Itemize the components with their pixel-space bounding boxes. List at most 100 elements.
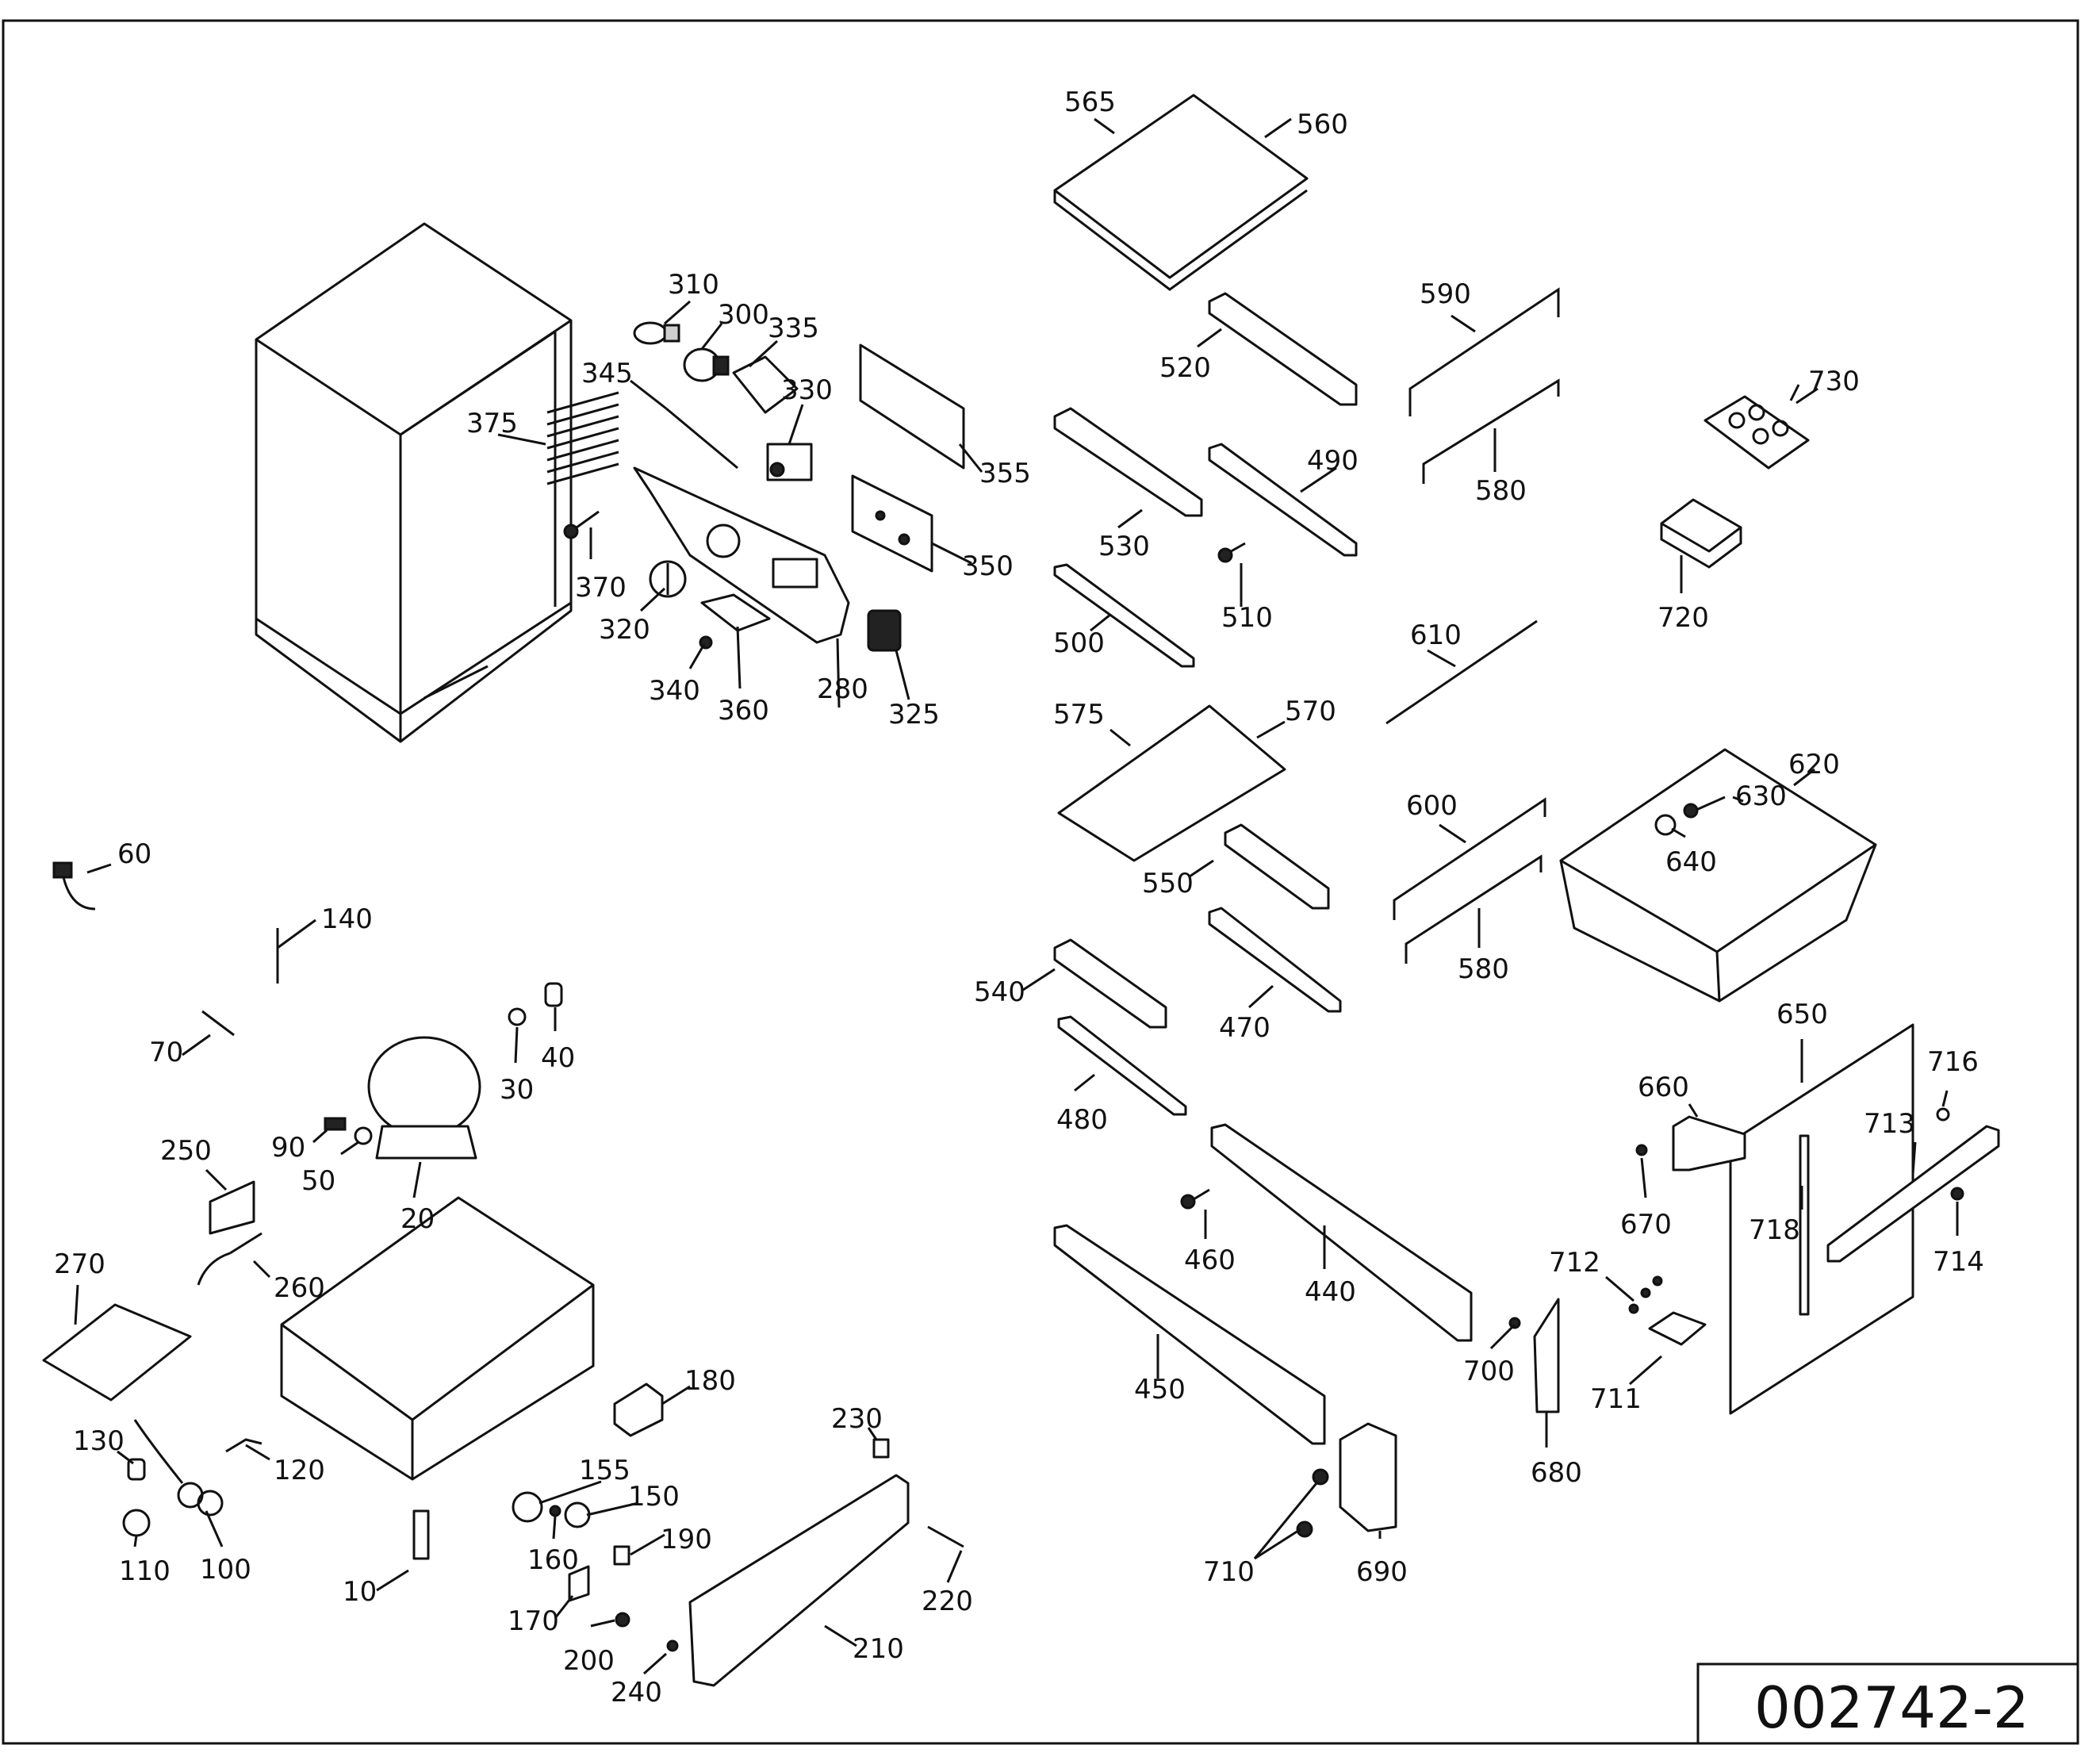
label-110: 110: [119, 1555, 171, 1587]
label-340: 340: [649, 675, 700, 707]
label-190: 190: [661, 1524, 712, 1555]
label-550: 550: [1142, 868, 1194, 899]
butter-dish-720: [1660, 498, 1742, 569]
label-660: 660: [1638, 1072, 1689, 1103]
label-590: 590: [1420, 278, 1471, 310]
label-710: 710: [1203, 1556, 1255, 1588]
label-620: 620: [1788, 749, 1840, 780]
label-650: 650: [1776, 999, 1828, 1030]
rail-480: [1057, 1015, 1187, 1116]
glass-shelf-560: [1053, 94, 1309, 291]
wire-bar-600: [1393, 797, 1546, 920]
motor-150: [564, 1501, 591, 1528]
label-610: 610: [1410, 619, 1462, 651]
handle-660: [1672, 1115, 1746, 1172]
label-580-lower: 580: [1458, 953, 1509, 985]
label-520: 520: [1159, 352, 1211, 384]
wire-220: [927, 1525, 964, 1548]
label-460: 460: [1184, 1244, 1236, 1276]
label-140: 140: [321, 903, 373, 935]
drawing-number-box: 002742-2: [1696, 1662, 2079, 1745]
label-510: 510: [1221, 602, 1273, 634]
leader-lines: [74, 117, 1959, 1675]
screw-510: [1217, 542, 1246, 563]
label-280: 280: [817, 673, 868, 705]
label-570: 570: [1285, 696, 1336, 727]
hinge-bracket-680: [1533, 1298, 1560, 1413]
label-575: 575: [1053, 699, 1105, 731]
label-480: 480: [1056, 1104, 1108, 1136]
power-cord-60: [52, 861, 96, 911]
label-220: 220: [922, 1586, 973, 1617]
label-640: 640: [1665, 846, 1717, 878]
label-100: 100: [200, 1554, 251, 1586]
probe-345: [665, 407, 738, 470]
drip-tray-270: [42, 1303, 192, 1402]
label-718: 718: [1749, 1214, 1800, 1246]
rod-610: [1385, 619, 1538, 725]
label-730: 730: [1808, 366, 1860, 397]
label-580-upper: 580: [1475, 475, 1527, 507]
wire-bar-580-upper: [1422, 378, 1560, 484]
screw-670: [1635, 1144, 1648, 1156]
label-230: 230: [831, 1403, 883, 1435]
screw-370: [563, 510, 600, 539]
screws-712: [1628, 1275, 1663, 1314]
label-540: 540: [974, 976, 1025, 1008]
label-10: 10: [343, 1576, 377, 1608]
label-490: 490: [1307, 445, 1359, 477]
label-210: 210: [853, 1633, 904, 1665]
wire-bar-590: [1408, 287, 1560, 416]
knob-320: [649, 560, 687, 598]
grommet-30: [508, 1007, 527, 1026]
label-500: 500: [1053, 627, 1105, 659]
lamp-socket-300: [683, 347, 730, 382]
thermostat-330: [766, 443, 813, 481]
label-310: 310: [668, 269, 719, 301]
screw-200: [615, 1612, 630, 1628]
label-260: 260: [274, 1272, 325, 1304]
condenser-coil: [546, 391, 619, 485]
bolt-10: [412, 1509, 430, 1560]
heater-coil-100: [133, 1419, 224, 1517]
egg-tray-730: [1704, 395, 1810, 470]
base-frame-housing: [280, 1196, 595, 1481]
label-130: 130: [73, 1425, 125, 1457]
label-60: 60: [117, 838, 151, 870]
nut-716: [1936, 1107, 1950, 1122]
screw-240: [666, 1639, 679, 1652]
door-panel-650: [1729, 1023, 1914, 1415]
label-170: 170: [508, 1605, 559, 1637]
light-bulb-310: [633, 321, 680, 345]
wire-bar-580-lower: [1405, 854, 1543, 964]
screw-460: [1180, 1188, 1210, 1210]
bracket-355: [859, 343, 965, 470]
cap-110: [122, 1509, 151, 1537]
rail-540: [1053, 938, 1167, 1029]
callout-labels: 375 370 310 300 335 345 330 355 350 280 …: [54, 86, 1984, 1708]
clip-40: [544, 982, 563, 1007]
label-50: 50: [301, 1165, 335, 1197]
cover-plate-360: [700, 593, 771, 632]
label-350: 350: [962, 550, 1014, 582]
screw-630: [1683, 796, 1726, 819]
label-250: 250: [160, 1135, 212, 1167]
cap-130: [127, 1458, 146, 1481]
label-320: 320: [599, 614, 650, 646]
rail-490: [1208, 443, 1358, 557]
latch-711: [1648, 1311, 1707, 1346]
label-712: 712: [1549, 1247, 1600, 1279]
label-335: 335: [768, 313, 819, 344]
label-700: 700: [1463, 1356, 1515, 1387]
label-720: 720: [1658, 602, 1709, 634]
label-470: 470: [1219, 1012, 1270, 1044]
hinge-713: [1826, 1125, 2000, 1263]
label-30: 30: [500, 1074, 534, 1106]
rail-550: [1224, 823, 1330, 910]
rail-520: [1208, 292, 1358, 406]
label-370: 370: [575, 572, 627, 604]
clip-90: [324, 1117, 347, 1131]
label-330: 330: [781, 374, 833, 406]
label-270: 270: [54, 1248, 105, 1280]
